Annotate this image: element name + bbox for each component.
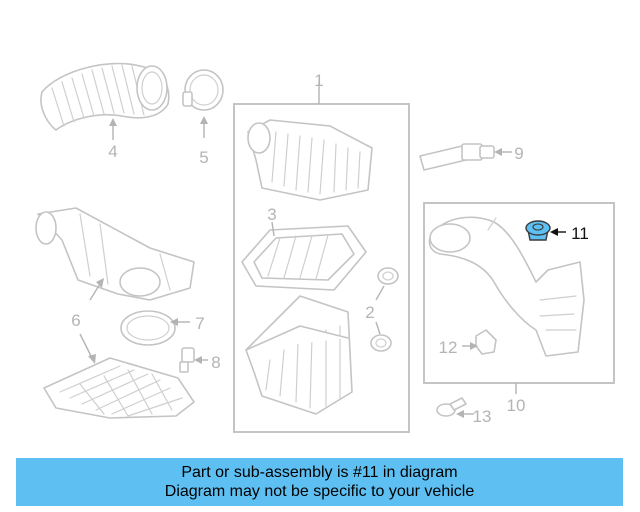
- callout-6[interactable]: 6: [71, 311, 80, 330]
- part-2-grommet[interactable]: [370, 267, 399, 352]
- callout-7[interactable]: 7: [195, 314, 204, 333]
- callout-8[interactable]: 8: [211, 353, 220, 372]
- part-10-inlet-duct[interactable]: [428, 216, 585, 357]
- callout-3[interactable]: 3: [267, 205, 276, 224]
- part-7-seal-ring[interactable]: [120, 310, 176, 346]
- leader-3: [271, 221, 275, 237]
- banner-line-part: Part or sub-assembly is #11 in diagram: [181, 464, 458, 481]
- part-11-clip[interactable]: [525, 220, 551, 241]
- part-4-intake-hose[interactable]: [40, 62, 170, 131]
- leader-5-arrow: [200, 116, 208, 124]
- info-banner: Part or sub-assembly is #11 in diagram D…: [16, 458, 623, 506]
- parts-diagram: 4 5 1 3: [35, 62, 615, 433]
- leader-6-top-arrow: [96, 278, 104, 288]
- callout-13[interactable]: 13: [473, 407, 492, 426]
- part-9-connector[interactable]: [419, 143, 495, 171]
- leader-4-arrow: [109, 118, 117, 126]
- callout-4[interactable]: 4: [108, 142, 117, 161]
- callout-2[interactable]: 2: [365, 303, 374, 322]
- part-1-air-cleaner-cover[interactable]: [247, 119, 373, 201]
- leader-11-arrow: [550, 228, 558, 236]
- part-3-air-filter[interactable]: [241, 225, 367, 291]
- leader-6-bottom-arrow: [88, 354, 96, 364]
- leader-8-arrow: [194, 356, 202, 364]
- part-1-air-cleaner-case[interactable]: [245, 295, 353, 415]
- leader-2: [375, 285, 385, 335]
- callout-12[interactable]: 12: [439, 338, 458, 357]
- leader-6-top: [89, 283, 101, 301]
- callout-5[interactable]: 5: [199, 148, 208, 167]
- callout-1[interactable]: 1: [314, 71, 323, 90]
- part-6-intake-duct[interactable]: [35, 207, 195, 301]
- callout-9[interactable]: 9: [514, 144, 523, 163]
- part-5-hose-clamp[interactable]: [182, 69, 224, 111]
- leader-12-arrow: [470, 342, 478, 350]
- callout-11[interactable]: 11: [571, 224, 589, 243]
- leader-7-arrow: [170, 318, 178, 326]
- part-8-sensor[interactable]: [179, 347, 195, 373]
- part-12-grommet[interactable]: [475, 329, 497, 355]
- assembly-10-box: [423, 202, 615, 384]
- leader-6-bottom: [79, 333, 93, 359]
- leader-9-arrow: [494, 148, 502, 156]
- leader-13-arrow: [456, 410, 464, 418]
- callout-10[interactable]: 10: [507, 396, 526, 415]
- assembly-1-box: [233, 103, 410, 433]
- part-13-screw[interactable]: [436, 397, 467, 417]
- part-6-resonator[interactable]: [43, 357, 195, 419]
- banner-line-disclaimer: Diagram may not be specific to your vehi…: [164, 483, 475, 500]
